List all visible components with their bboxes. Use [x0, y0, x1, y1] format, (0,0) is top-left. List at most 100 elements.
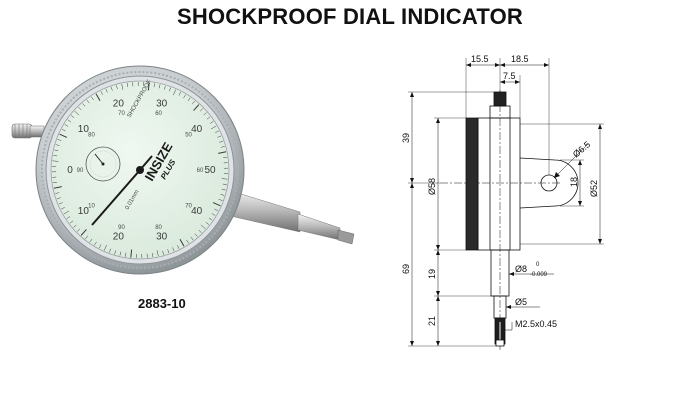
dial-tick: [172, 247, 175, 252]
dial-number: 50: [204, 165, 216, 176]
dial-tick: [186, 239, 189, 244]
dial-tick: [58, 202, 63, 205]
dim-6-5: Ø6.5: [571, 139, 592, 159]
dial-tick: [119, 251, 122, 256]
dim-8: Ø8: [515, 264, 527, 274]
dial-tick: [52, 160, 59, 162]
dial-tick: [99, 244, 102, 249]
dial-tick: [66, 216, 71, 219]
dial-tick: [199, 108, 204, 112]
dial-tick: [177, 245, 180, 249]
dial-tick: [200, 224, 206, 230]
dial-tick: [85, 235, 89, 240]
dial-tick: [173, 89, 177, 96]
dial-tick: [158, 84, 161, 89]
dial-inner-number: 80: [155, 225, 162, 231]
dial-tick: [67, 119, 72, 123]
dial-tick: [208, 217, 213, 221]
dimension-arrows: [410, 63, 602, 346]
dial-tick: [183, 94, 186, 99]
dim-19: 19: [427, 269, 437, 279]
dial-tick: [205, 221, 210, 225]
dial-tick: [152, 253, 154, 258]
dial-tick: [69, 220, 74, 224]
dial-tick: [220, 146, 225, 148]
dial-tick: [212, 202, 221, 207]
dial-number: 10: [78, 124, 90, 135]
dial-number: 30: [156, 98, 168, 109]
dial-tick: [222, 183, 227, 185]
dial-number: 20: [113, 98, 125, 109]
revolution-counter: [85, 146, 121, 182]
dial-scale: [52, 82, 228, 258]
dial-tick: [78, 106, 82, 111]
dial-tick: [70, 115, 75, 119]
dial-tick: [114, 250, 116, 255]
dial-tick: [125, 252, 127, 257]
dial-tick: [211, 213, 216, 216]
dial-inner-number: 80: [88, 133, 95, 139]
dial-tick: [164, 85, 166, 90]
dial-tick: [215, 130, 219, 133]
page-title: SHOCKPROOF DIAL INDICATOR: [176, 4, 523, 29]
dim-18-5: 18.5: [511, 54, 529, 64]
dial-number: 40: [191, 206, 203, 217]
dial-tick: [73, 224, 77, 228]
dial-inner-number: 90: [77, 168, 84, 174]
dial-tick: [218, 199, 223, 201]
dial-inner-number: 60: [155, 111, 162, 117]
dial-tick: [156, 250, 159, 257]
dial-number: 40: [191, 124, 203, 135]
dim-5: Ø5: [515, 297, 527, 307]
dial-tick: [55, 144, 60, 146]
dial-tick: [121, 83, 124, 90]
dim-7-5: 7.5: [503, 71, 516, 81]
model-number: 2883-10: [138, 296, 186, 311]
dial-tick: [80, 229, 87, 236]
dial-number: 10: [78, 206, 90, 217]
dial-number: 0: [67, 165, 73, 176]
dial-tick: [221, 188, 226, 191]
dim-8-tol-upper: 0: [536, 262, 540, 268]
dial-tick: [109, 248, 111, 253]
dial-tick: [209, 121, 214, 124]
dial-tick: [94, 241, 97, 246]
dial-tick: [179, 239, 185, 247]
dial-tick: [82, 103, 86, 107]
dial-tick: [56, 197, 61, 200]
dial-tick: [217, 135, 222, 138]
dial-tick: [52, 182, 57, 184]
dial-tick: [219, 140, 224, 143]
dial-tick: [130, 249, 133, 258]
dial-tick: [187, 97, 191, 102]
dial-tick: [74, 110, 80, 116]
dim-thread: M2.5x0.45: [515, 319, 557, 329]
dim-18: 18: [569, 177, 579, 187]
dim-39: 39: [401, 133, 411, 143]
dial-inner-number: 10: [88, 203, 95, 209]
dial-tick: [223, 156, 228, 158]
dial-tick: [61, 129, 66, 132]
dial-number: 30: [156, 232, 168, 243]
dial-inner-number: 70: [185, 203, 192, 209]
dim-58: Ø58: [427, 178, 437, 195]
dial-inner-number: 60: [197, 168, 204, 174]
dial-tick: [53, 186, 62, 189]
dial-tick: [178, 91, 181, 96]
dial-tick: [218, 151, 227, 154]
dial-tick: [63, 210, 70, 215]
dial-tick: [54, 149, 59, 152]
top-cap: [11, 123, 45, 139]
dial-tick: [191, 100, 195, 105]
dial-tick: [153, 83, 155, 88]
dial-tick: [89, 238, 93, 243]
dim-15-5: 15.5: [471, 54, 489, 64]
dial-tick: [147, 82, 150, 91]
dial-tick: [162, 250, 164, 255]
dial-tick: [55, 192, 60, 194]
dial-tick: [95, 93, 101, 101]
dial-tick: [193, 104, 200, 111]
dial-tick: [59, 133, 68, 138]
